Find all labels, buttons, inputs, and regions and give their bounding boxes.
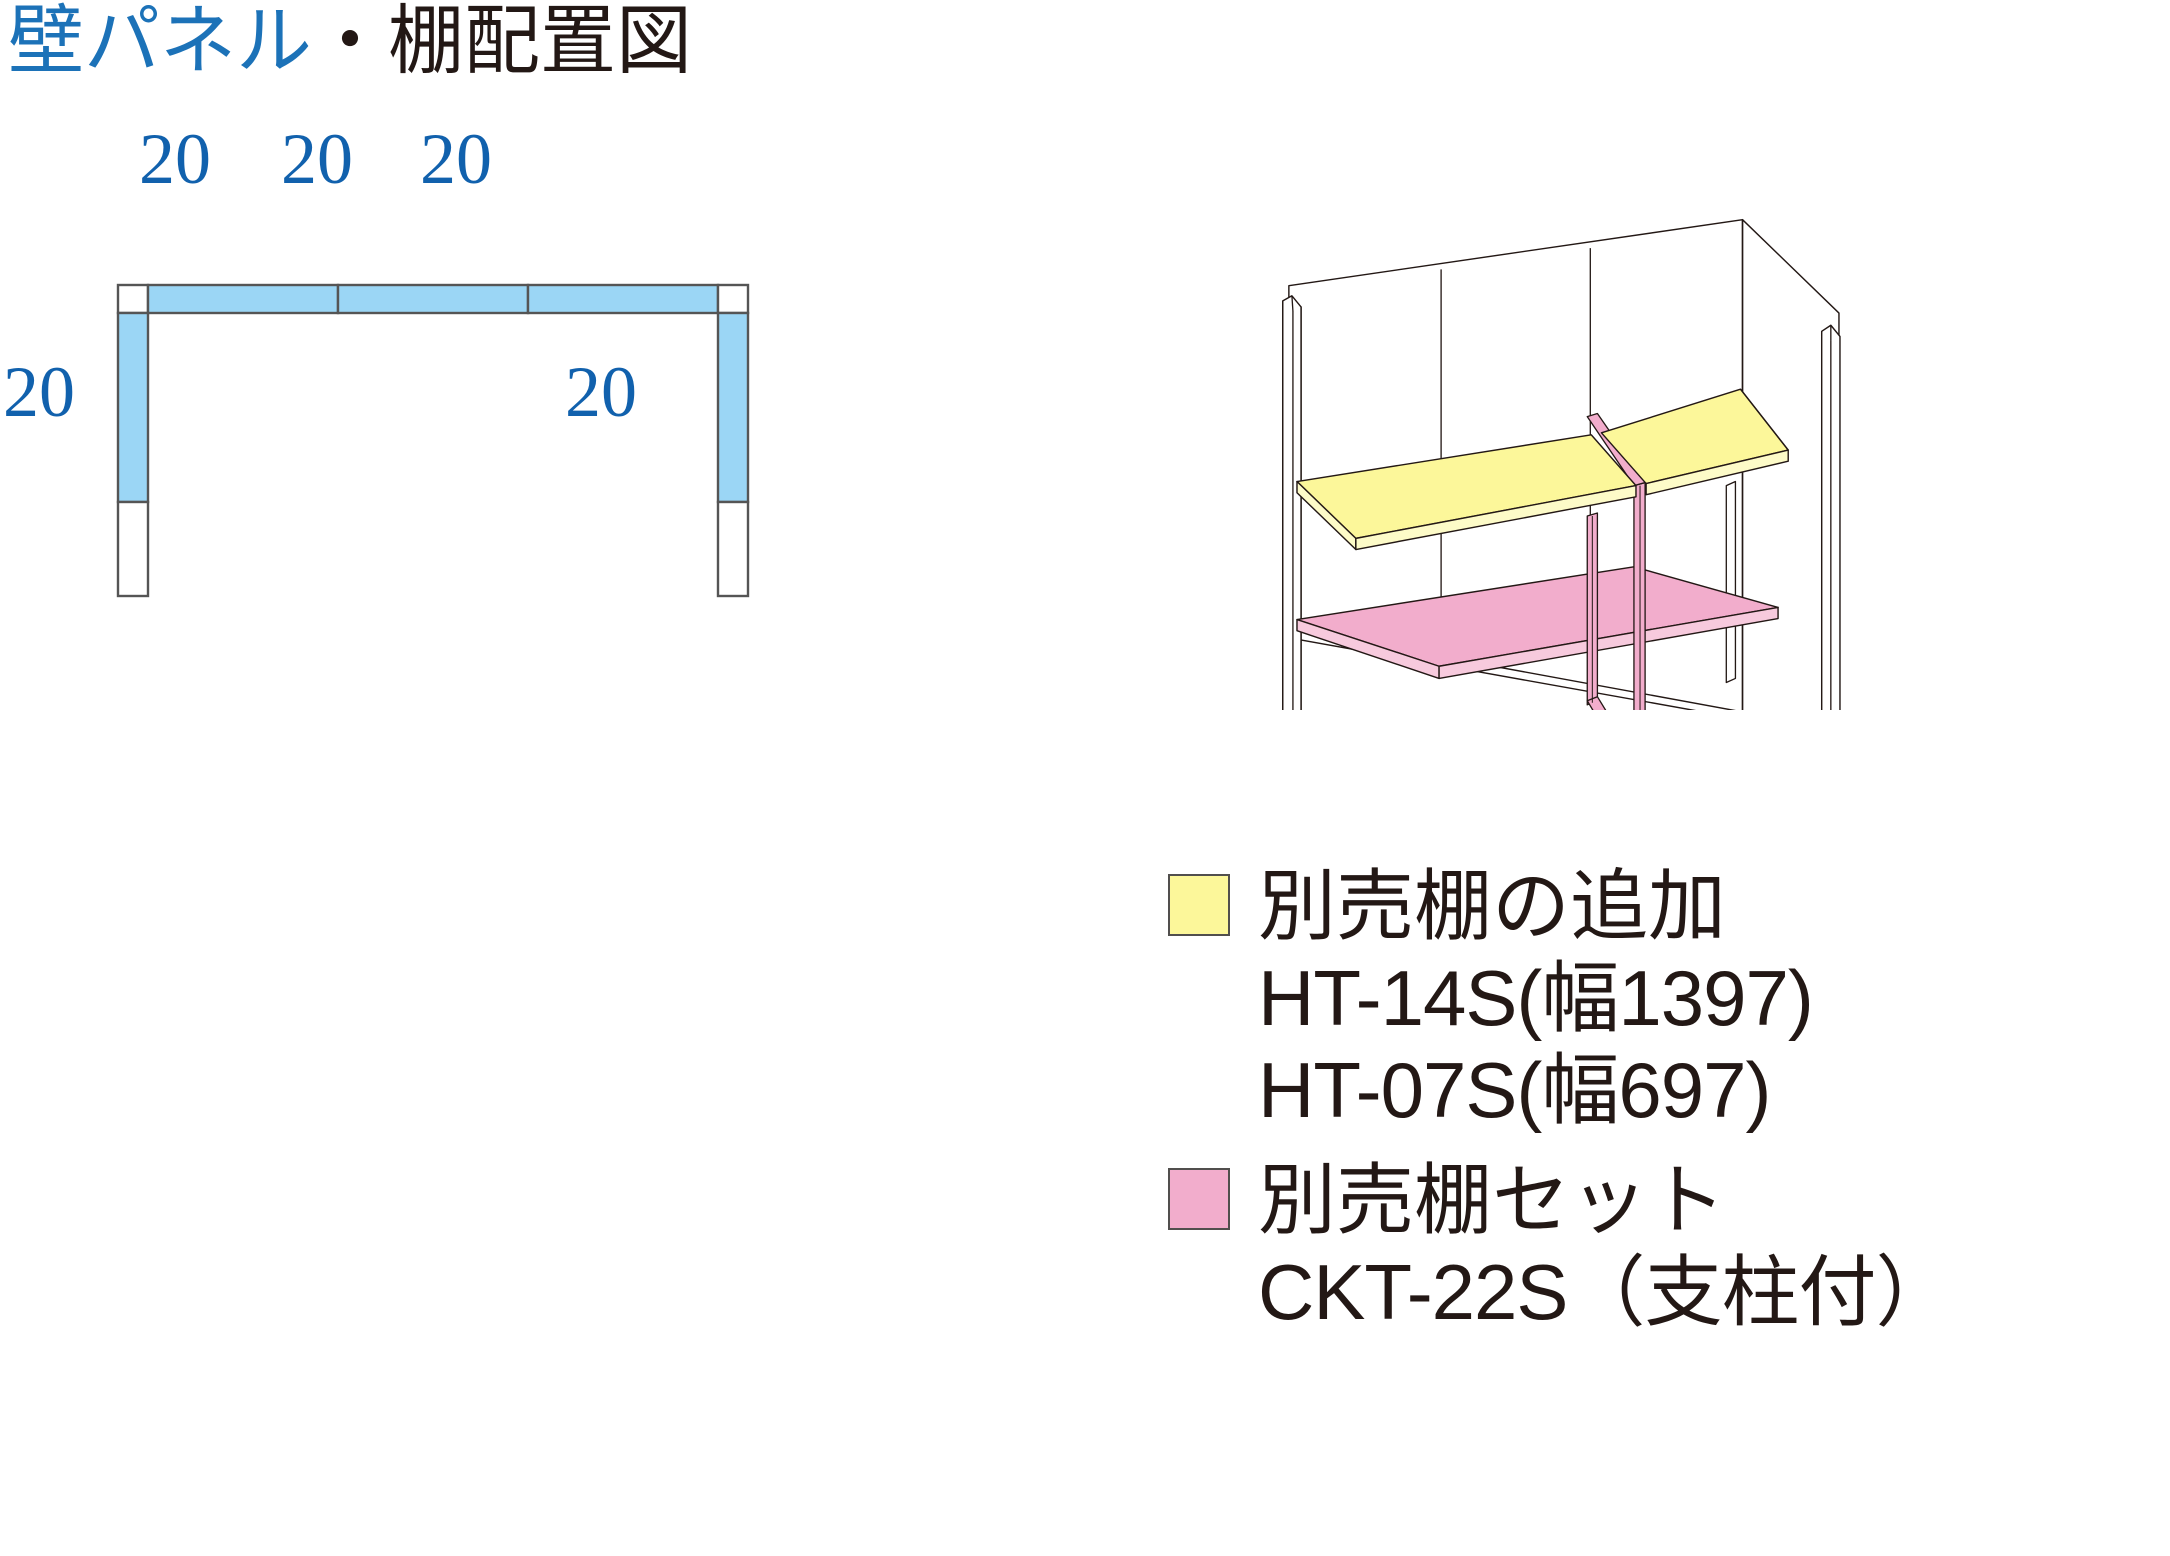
pink-swatch xyxy=(1168,1168,1230,1231)
page-title-blue-part: 壁パネル xyxy=(8,0,312,84)
isometric-shed-diagram xyxy=(1230,180,1910,710)
legend-code-ht14s: HT-14S(幅1397) xyxy=(1258,954,1814,1043)
legend-title-pink: 別売棚セット xyxy=(1258,1156,1727,1245)
page-title-dark-part: ・棚配置図 xyxy=(312,0,692,84)
dimension-top-3: 20 xyxy=(420,119,492,199)
legend-item-optional-shelf-addition: 別売棚の追加 HT-14S(幅1397) HT-07S(幅697) xyxy=(1168,860,2168,1136)
dimension-right: 20 xyxy=(565,352,637,432)
upper-shelf-left-side-edge xyxy=(1355,484,1637,551)
yellow-swatch xyxy=(1168,874,1230,936)
plan-top-panel-3 xyxy=(526,283,720,315)
floor-plan-diagram: 20 20 20 20 20 xyxy=(0,110,800,630)
interior-right-post xyxy=(1725,480,1737,684)
dimension-left: 20 xyxy=(3,352,75,432)
legend-code-ckt22s: CKT-22S（支柱付） xyxy=(1258,1248,1953,1337)
legend-title-yellow: 別売棚の追加 xyxy=(1258,862,1727,950)
plan-right-panel xyxy=(716,311,750,504)
right-shelf-rail xyxy=(1739,388,1789,451)
dimension-top-1: 20 xyxy=(139,119,211,199)
plan-top-panel-1 xyxy=(146,283,340,315)
plan-corner-bottom-left xyxy=(116,500,150,598)
shelf-post-foot xyxy=(1586,696,1607,710)
lower-shelf-right-edge xyxy=(1438,606,1779,680)
plan-corner-bottom-right xyxy=(716,500,750,598)
plan-corner-top-right xyxy=(716,283,750,315)
dimension-top-2: 20 xyxy=(281,119,353,199)
plan-left-panel xyxy=(116,311,150,504)
plan-corner-top-left xyxy=(116,283,150,315)
legend: 別売棚の追加 HT-14S(幅1397) HT-07S(幅697) 別売棚セット… xyxy=(1168,860,2168,1356)
page-title: 壁パネル・棚配置図 xyxy=(8,2,692,82)
plan-top-panel-2 xyxy=(336,283,530,315)
upper-shelf-right-front-edge xyxy=(1645,449,1789,496)
legend-code-ht07s: HT-07S(幅697) xyxy=(1258,1046,1772,1135)
left-front-post-body xyxy=(1282,295,1302,710)
left-post-top-fold xyxy=(1291,295,1294,312)
legend-item-optional-shelf-set: 別売棚セット CKT-22S（支柱付） xyxy=(1168,1154,2168,1338)
